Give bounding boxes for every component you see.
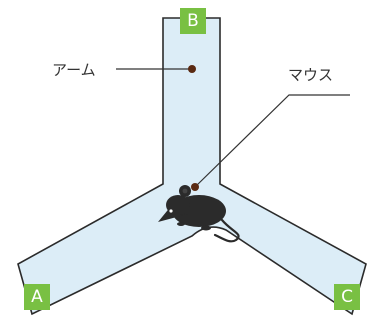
arm-label-c: C xyxy=(334,284,360,310)
callout-arm-dot xyxy=(188,65,196,73)
callout-mouse-line xyxy=(194,94,350,188)
svg-text:B: B xyxy=(187,11,199,31)
arm-label-a: A xyxy=(24,284,50,310)
mouse-icon xyxy=(158,185,240,243)
svg-text:C: C xyxy=(341,287,353,307)
arm-label-b: B xyxy=(180,8,206,34)
callout-mouse-dot xyxy=(191,183,199,191)
svg-text:A: A xyxy=(31,287,43,307)
callout-mouse-label: マウス xyxy=(288,66,333,84)
callout-arm-label: アーム xyxy=(52,61,96,79)
